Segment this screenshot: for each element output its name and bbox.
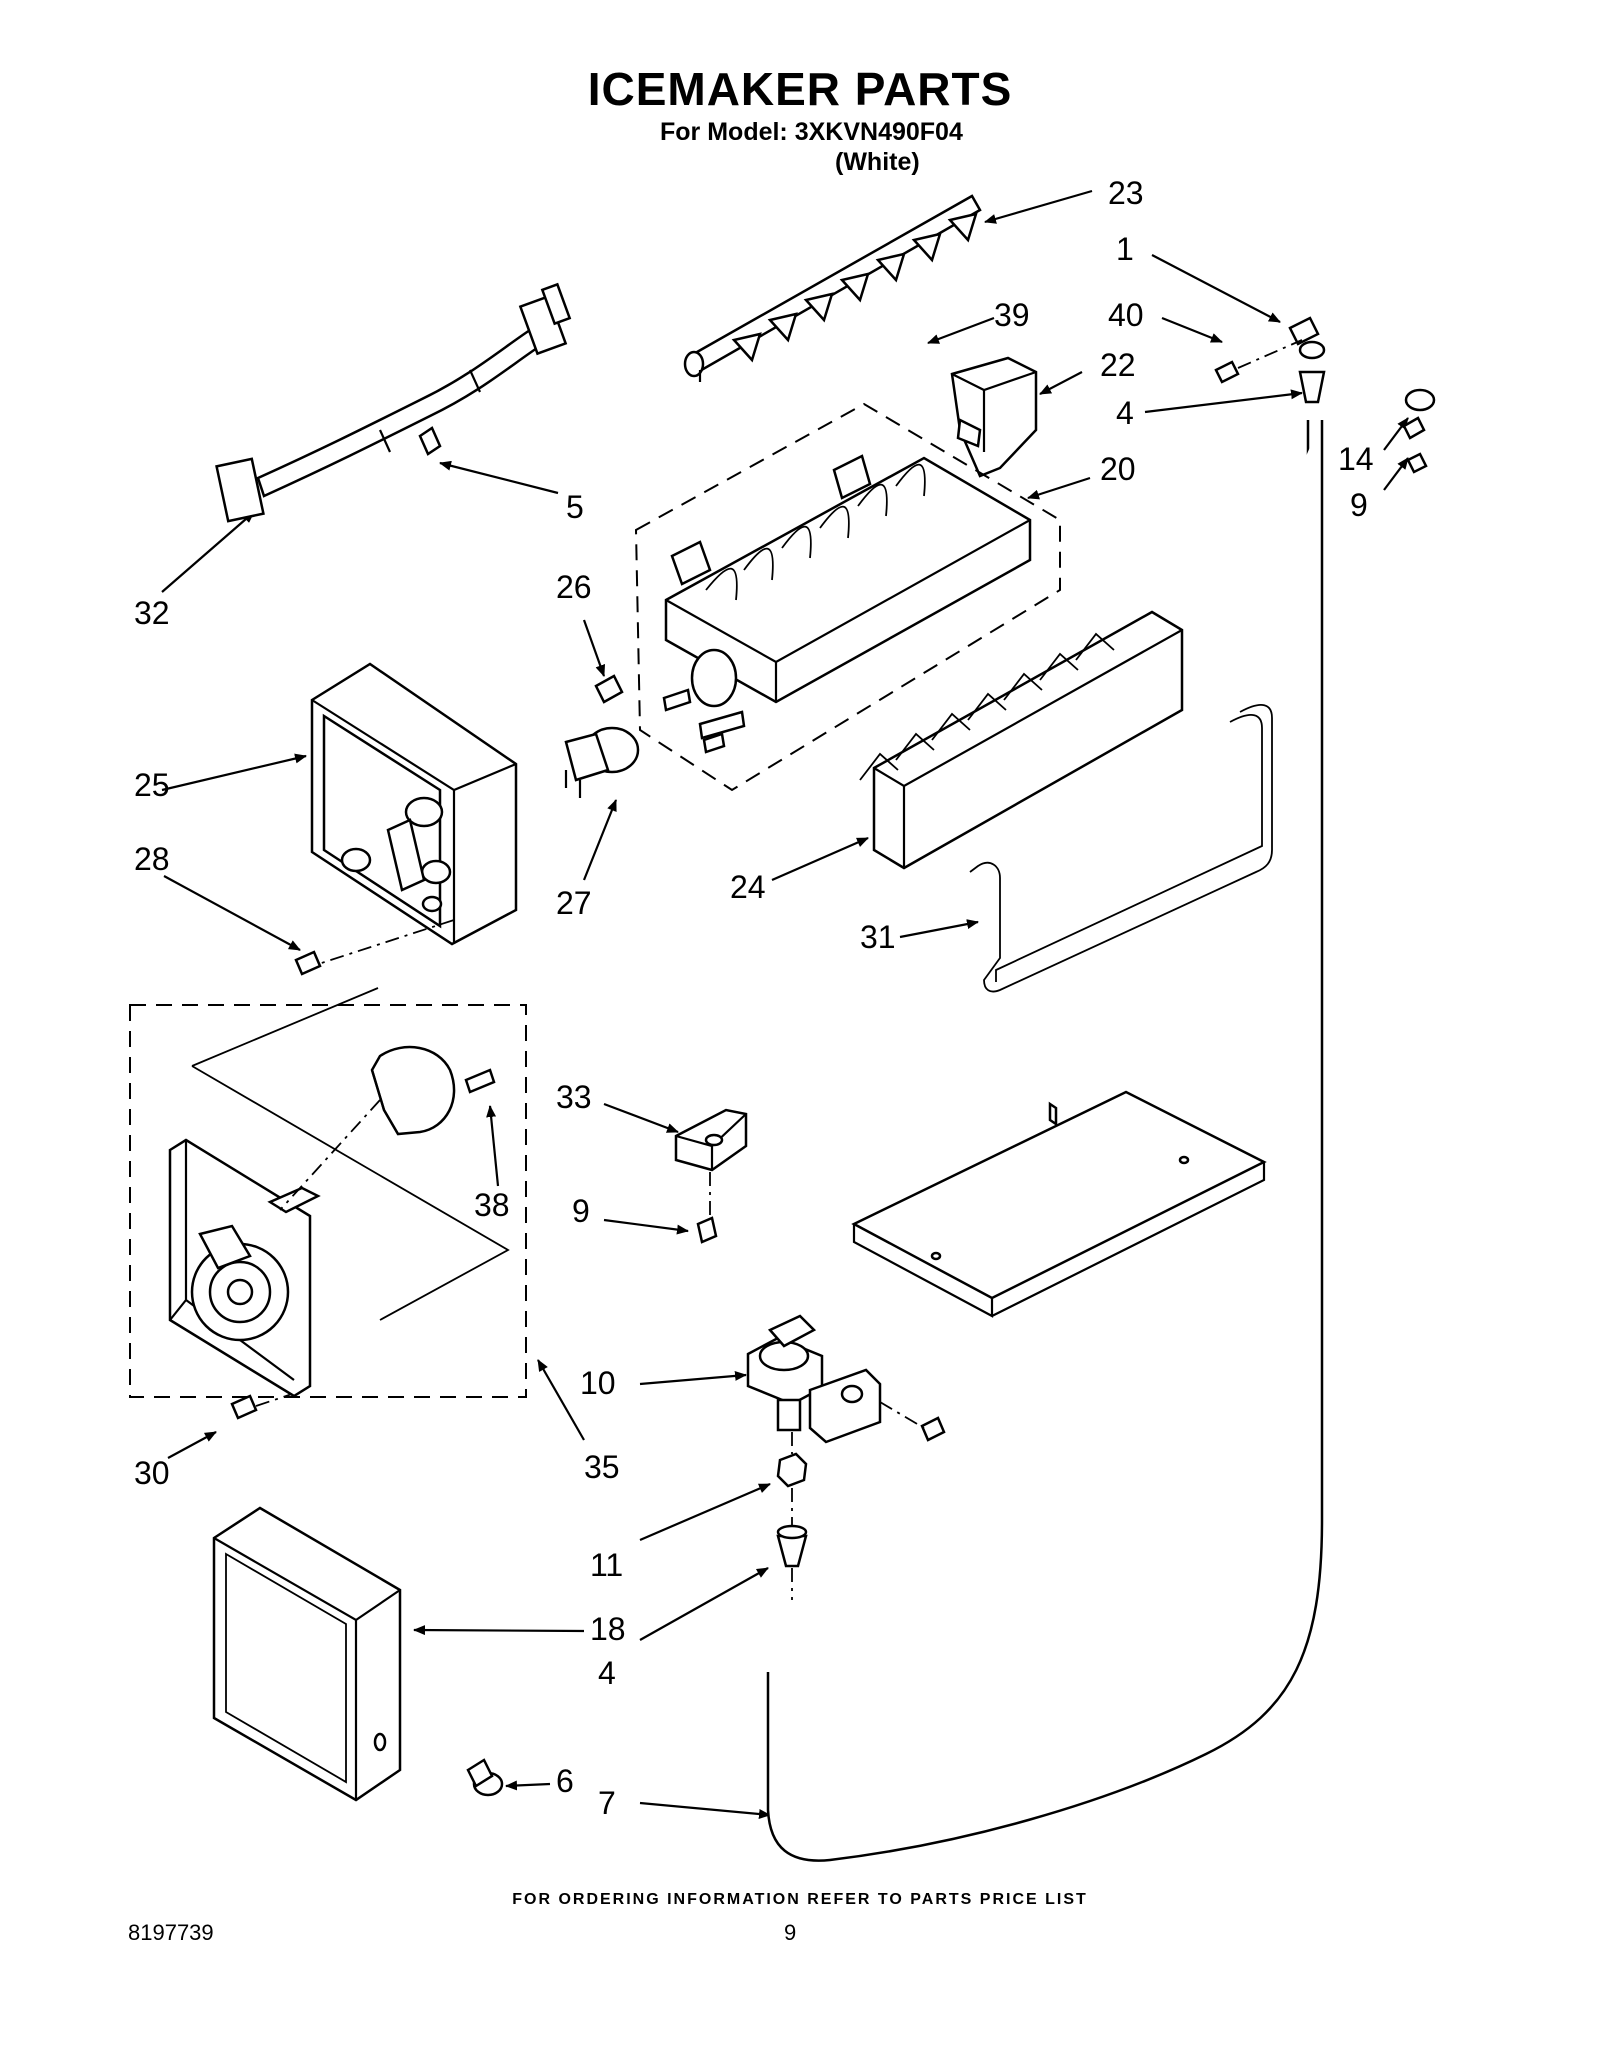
ejector-blade-drawing (683, 194, 982, 382)
callout-22: 22 (1100, 347, 1136, 383)
shield-drawing (851, 1090, 1267, 1318)
callout-10: 10 (580, 1365, 616, 1401)
support-assembly-drawing (294, 662, 518, 976)
document-number: 8197739 (128, 1920, 214, 1945)
callout-4: 4 (1116, 395, 1134, 431)
callout-28: 28 (134, 841, 170, 877)
cover-clip-drawing (674, 1108, 748, 1244)
callout-39: 39 (994, 297, 1030, 333)
model-number: For Model: 3XKVN490F04 (660, 118, 963, 146)
callout-32: 32 (134, 595, 170, 631)
callout-6: 6 (556, 1763, 574, 1799)
water-tube-fittings-drawing (1214, 316, 1436, 474)
module-assembly-drawing (129, 987, 527, 1420)
page-number: 9 (784, 1920, 797, 1945)
stripper-drawing (859, 610, 1184, 870)
callout-4b: 4 (598, 1655, 616, 1691)
ordering-note: FOR ORDERING INFORMATION REFER TO PARTS … (512, 1891, 1088, 1908)
callout-9b: 9 (572, 1193, 590, 1229)
callout-1: 1 (1116, 231, 1134, 267)
callout-35: 35 (584, 1449, 620, 1485)
callout-38: 38 (474, 1187, 510, 1223)
page-title: ICEMAKER PARTS (587, 63, 1013, 115)
front-cover-drawing (212, 1506, 504, 1802)
callout-40: 40 (1108, 297, 1144, 333)
callout-31: 31 (860, 919, 896, 955)
wire-harness-drawing (215, 282, 572, 523)
nut-and-fitting-drawing (776, 1432, 808, 1600)
shutoff-arm-drawing (969, 704, 1273, 993)
callout-20: 20 (1100, 451, 1136, 487)
callout-11: 11 (590, 1547, 623, 1583)
callout-9: 9 (1350, 487, 1368, 523)
callout-27: 27 (556, 885, 592, 921)
thermostat-drawing (564, 674, 640, 798)
fill-cup-drawing (950, 356, 1038, 478)
callout-5: 5 (566, 489, 584, 525)
callout-7: 7 (598, 1785, 616, 1821)
callout-14: 14 (1338, 441, 1374, 477)
callout-24: 24 (730, 869, 766, 905)
callout-23: 23 (1108, 175, 1144, 211)
water-valve-drawing (746, 1314, 946, 1444)
callout-25: 25 (134, 767, 170, 803)
callout-30: 30 (134, 1455, 170, 1491)
callout-26: 26 (556, 569, 592, 605)
model-variant: (White) (835, 148, 920, 176)
leader-lines (161, 189, 1409, 1819)
callout-18: 18 (590, 1611, 626, 1647)
callout-33: 33 (556, 1079, 592, 1115)
mold-drawing (634, 402, 1061, 792)
